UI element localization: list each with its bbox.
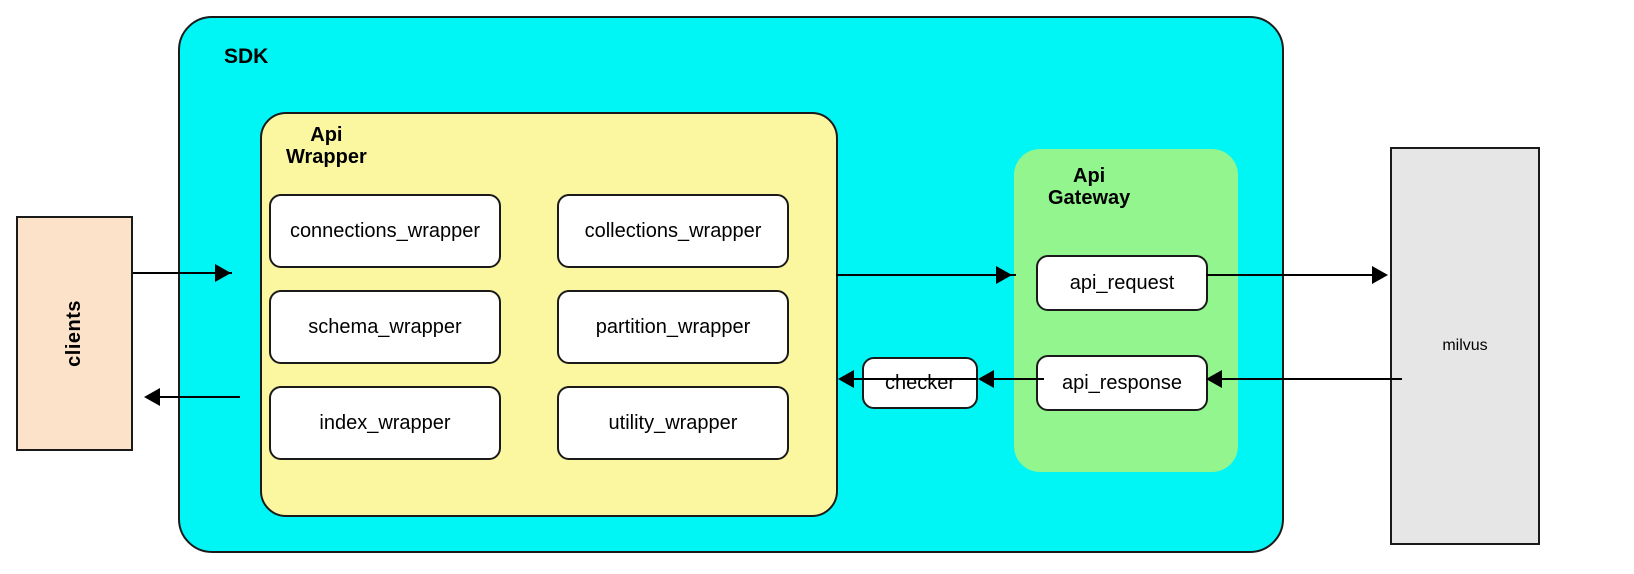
api-gateway-container[interactable]: Api Gateway api_request api_response [1014,149,1238,472]
edge-clients-to-sdk [133,272,232,274]
sdk-title: SDK [224,45,269,68]
module-partition-wrapper[interactable]: partition_wrapper [557,290,789,364]
module-label: schema_wrapper [308,315,462,338]
api-response-node[interactable]: api_response [1036,355,1208,411]
arrowhead-sdk-to-clients [144,388,160,406]
checker-node[interactable]: checker [862,357,978,409]
module-index-wrapper[interactable]: index_wrapper [269,386,501,460]
api-request-label: api_request [1069,271,1175,294]
checker-label: checker [884,371,956,394]
edge-api-response-to-checker [990,378,1044,380]
module-label: index_wrapper [319,411,451,434]
module-schema-wrapper[interactable]: schema_wrapper [269,290,501,364]
arrowhead-milvus-to-api-response [1206,370,1222,388]
api-response-label: api_response [1061,371,1183,394]
clients-node[interactable]: clients [16,216,133,451]
api-wrapper-container[interactable]: Api Wrapper connections_wrapper collecti… [260,112,838,517]
clients-label: clients [63,300,86,367]
api-gateway-title: Api Gateway [1048,165,1131,210]
milvus-node[interactable]: milvus [1390,147,1540,545]
api-wrapper-title: Api Wrapper [286,124,367,169]
module-label: utility_wrapper [608,411,738,434]
module-label: partition_wrapper [595,315,751,338]
edge-sdk-to-clients [160,396,240,398]
arrowhead-api-response-to-checker [978,370,994,388]
arrowhead-api-request-to-milvus [1372,266,1388,284]
edge-api-request-to-milvus [1206,274,1386,276]
edge-api-wrapper-to-gateway [836,274,1016,276]
sdk-container[interactable]: SDK Api Wrapper connections_wrapper coll… [178,16,1284,553]
milvus-label: milvus [1442,337,1488,355]
api-request-node[interactable]: api_request [1036,255,1208,311]
module-label: connections_wrapper [289,219,481,242]
edge-milvus-to-api-response [1212,378,1402,380]
module-utility-wrapper[interactable]: utility_wrapper [557,386,789,460]
module-connections-wrapper[interactable]: connections_wrapper [269,194,501,268]
module-label: collections_wrapper [584,219,762,242]
edge-checker-to-api-wrapper [852,378,978,380]
arrowhead-clients-to-sdk [215,264,231,282]
arrowhead-checker-to-api-wrapper [838,370,854,388]
arrowhead-api-wrapper-to-gateway [996,266,1012,284]
module-collections-wrapper[interactable]: collections_wrapper [557,194,789,268]
